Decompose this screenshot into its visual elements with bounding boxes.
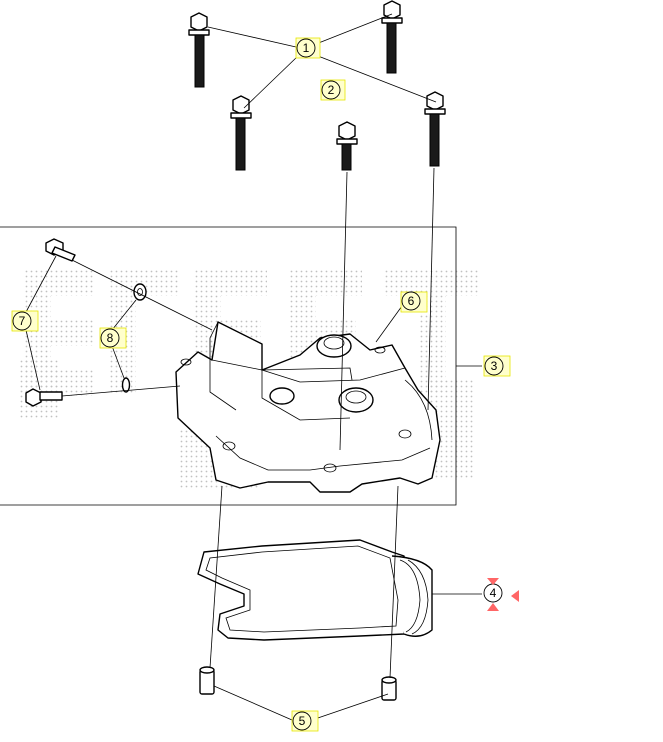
callout-4: 4 [483,578,519,611]
callout-6: 6 [400,291,428,313]
callout-8: 8 [99,327,127,349]
assembly-lines [61,167,435,679]
dowel-sleeve-left [199,666,215,695]
bolt-7-upper [45,238,76,262]
bolt-1-top-left [188,12,210,88]
callout-2-label: 2 [328,83,335,97]
callout-5-label: 5 [299,714,306,728]
callout-1-label: 1 [303,41,310,55]
bolt-1-middle-right [424,91,446,167]
callout-7-label: 7 [19,314,26,328]
callout-1: 1 [295,37,321,59]
bolt-1-middle-left [230,95,252,171]
callout-3: 3 [483,355,511,377]
bolt-2 [336,121,358,171]
dowel-sleeve-right [381,676,397,701]
callout-3-label: 3 [491,359,498,373]
callout-6-label: 6 [408,294,415,308]
callout-8-label: 8 [107,331,114,345]
callout-7: 7 [11,310,39,332]
callout-5: 5 [291,710,319,732]
valve-cover [175,321,441,493]
callout-4-label: 4 [490,586,497,600]
gasket [197,539,433,641]
selection-arrows-icon [487,578,519,611]
washer-8 [133,283,147,301]
o-ring-8 [121,377,131,393]
callout-2: 2 [320,79,346,101]
callout-leaders [25,13,482,721]
bolt-1-top-right [381,0,403,74]
